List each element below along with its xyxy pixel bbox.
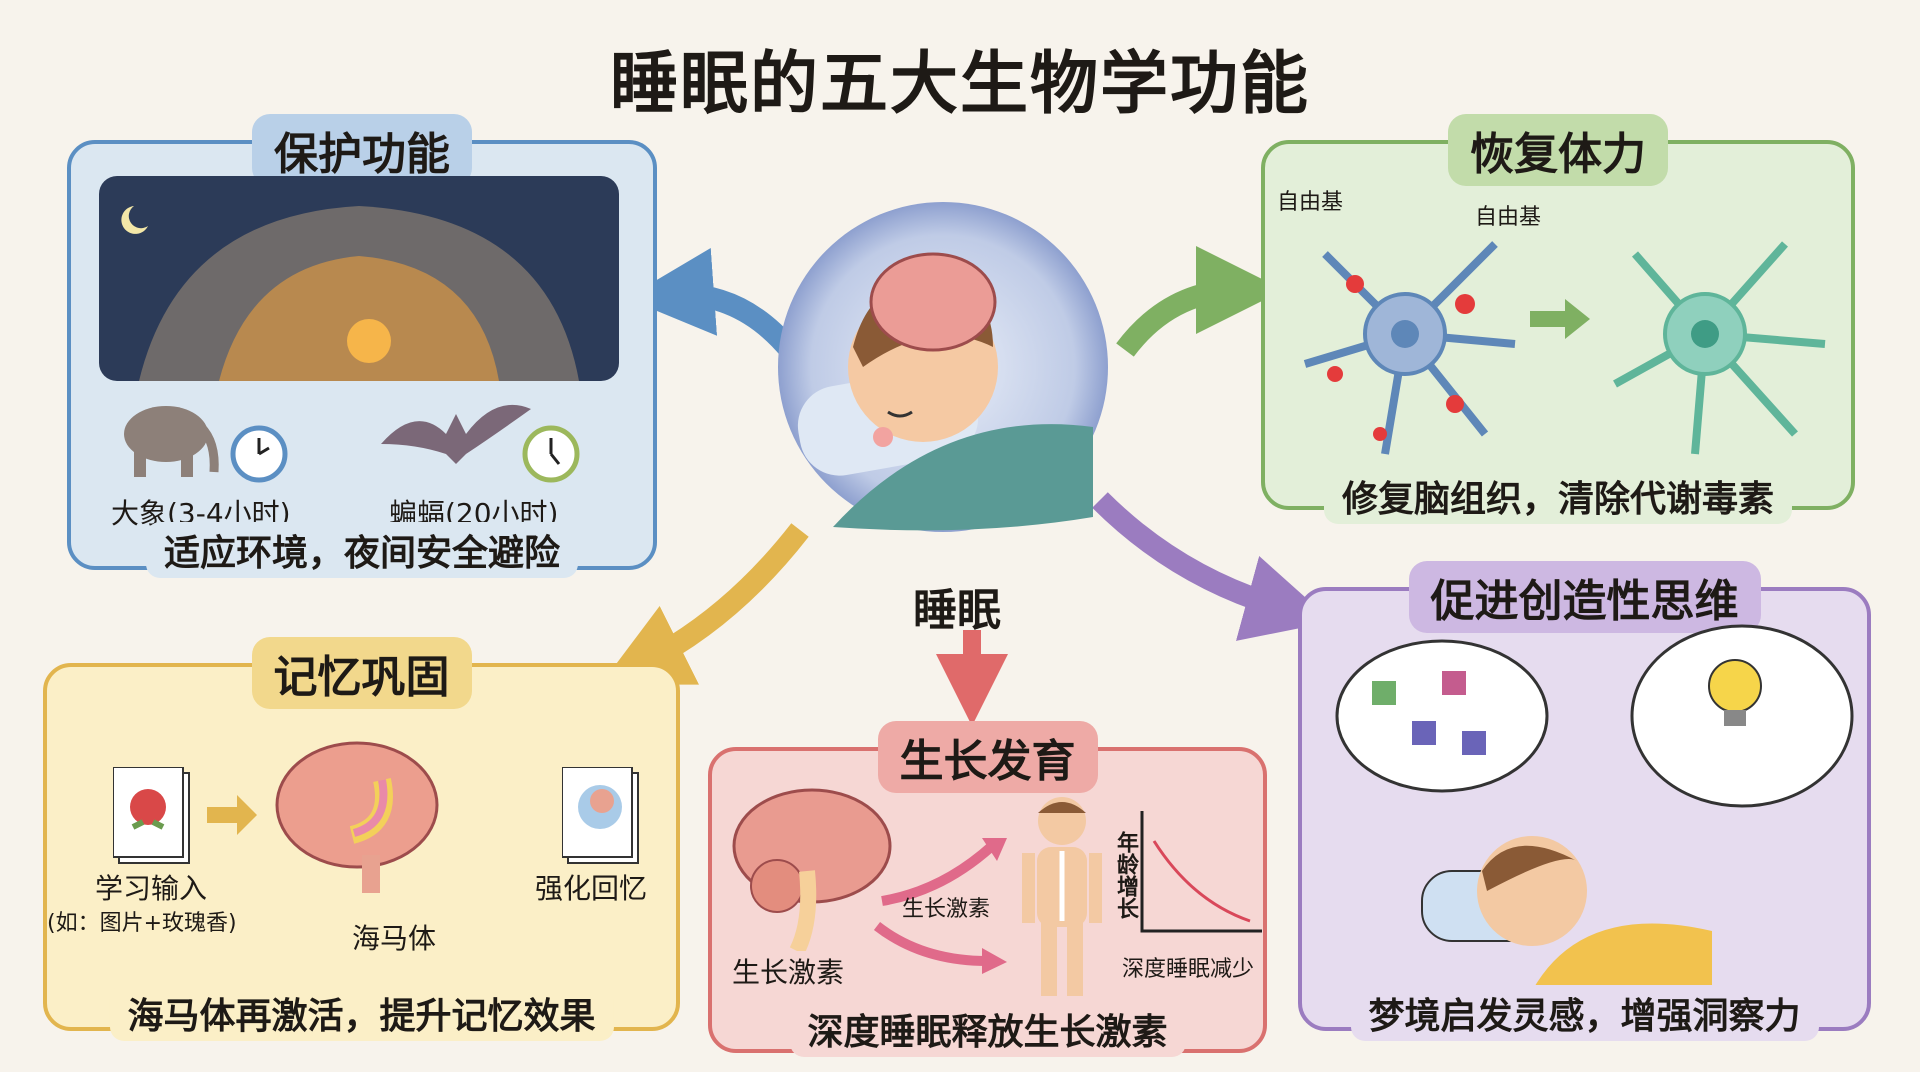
learning-input-example: (如：图片+玫瑰香) <box>47 911 237 936</box>
memory-heading: 记忆巩固 <box>251 637 472 709</box>
arrow-to-creativity <box>1092 492 1333 641</box>
arrow-right-icon <box>1530 299 1590 339</box>
damaged-neuron-illustration <box>1303 241 1516 455</box>
brain-section-illustration <box>732 788 892 951</box>
clock-icon <box>230 425 288 483</box>
brain-hippocampus-illustration <box>275 741 439 893</box>
recall-label: 强化回忆 <box>535 872 648 905</box>
page-title: 睡眠的五大生物学功能 <box>609 45 1310 124</box>
arrow-to-recovery <box>1116 246 1284 357</box>
protection-panel: 保护功能 大象(3-4小时) 蝙蝠(20小时) 适应环境，夜间安全避险 <box>67 114 657 578</box>
growth-panel: 生长发育 生长激素 生长激素 年龄增长 深度睡眠减少 深度睡眠释放生长激素 <box>708 721 1267 1057</box>
memory-panel: 记忆巩固 学习输入 (如：图片+玫瑰香) 海马体 强化回忆 海马体再激活，提升记… <box>43 637 680 1041</box>
growth-hormone-arrows <box>873 838 1007 974</box>
center-sleep-label: 睡眠 <box>913 585 1001 636</box>
bat-icon <box>381 404 531 464</box>
learning-input-label: 学习输入 <box>95 872 208 905</box>
clean-neuron-illustration <box>1613 241 1826 455</box>
recovery-panel: 恢复体力 自由基 自由基 修复脑组织，清除代谢毒素 <box>1261 114 1855 524</box>
sleeping-child-illustration <box>1421 836 1712 991</box>
protection-caption: 适应环境，夜间安全避险 <box>145 522 579 578</box>
sleeping-person-illustration <box>778 202 1108 532</box>
growth-caption: 深度睡眠释放生长激素 <box>789 1001 1186 1057</box>
free-radical-label: 自由基 <box>1277 190 1344 215</box>
arrow-to-memory <box>600 523 809 685</box>
elephant-icon <box>124 406 219 477</box>
growth-heading: 生长发育 <box>877 721 1098 793</box>
protection-heading: 保护功能 <box>252 114 472 186</box>
creativity-panel: 促进创造性思维 梦境启发灵感，增强洞察力 <box>1298 561 1871 1041</box>
child-skeleton-illustration <box>1022 797 1102 996</box>
rose-card-icon <box>113 767 190 864</box>
chart-x-axis-label: 深度睡眠减少 <box>1122 957 1255 982</box>
growth-hormone-label: 生长激素 <box>732 956 845 989</box>
creativity-heading: 促进创造性思维 <box>1408 561 1761 633</box>
recovery-heading: 恢复体力 <box>1448 114 1668 186</box>
memory-caption: 海马体再激活，提升记忆效果 <box>109 985 614 1041</box>
sleep-decline-chart <box>1140 811 1262 933</box>
clock-icon <box>522 425 580 483</box>
recall-card-icon <box>562 767 639 864</box>
arrow-right-icon <box>207 795 257 835</box>
lightbulb-idea-cloud <box>1630 624 1854 808</box>
hippocampus-label: 海马体 <box>352 922 437 955</box>
creativity-caption: 梦境启发灵感，增强洞察力 <box>1350 985 1819 1041</box>
growth-hormone-arrow-label: 生长激素 <box>902 897 991 922</box>
recovery-caption: 修复脑组织，清除代谢毒素 <box>1323 468 1793 524</box>
dream-puzzle-cloud <box>1335 639 1549 793</box>
arrow-to-protection <box>626 247 799 358</box>
free-radical-label: 自由基 <box>1475 205 1542 230</box>
cave-night-scene <box>99 176 619 381</box>
chart-y-axis-label: 年龄增长 <box>1113 831 1138 919</box>
